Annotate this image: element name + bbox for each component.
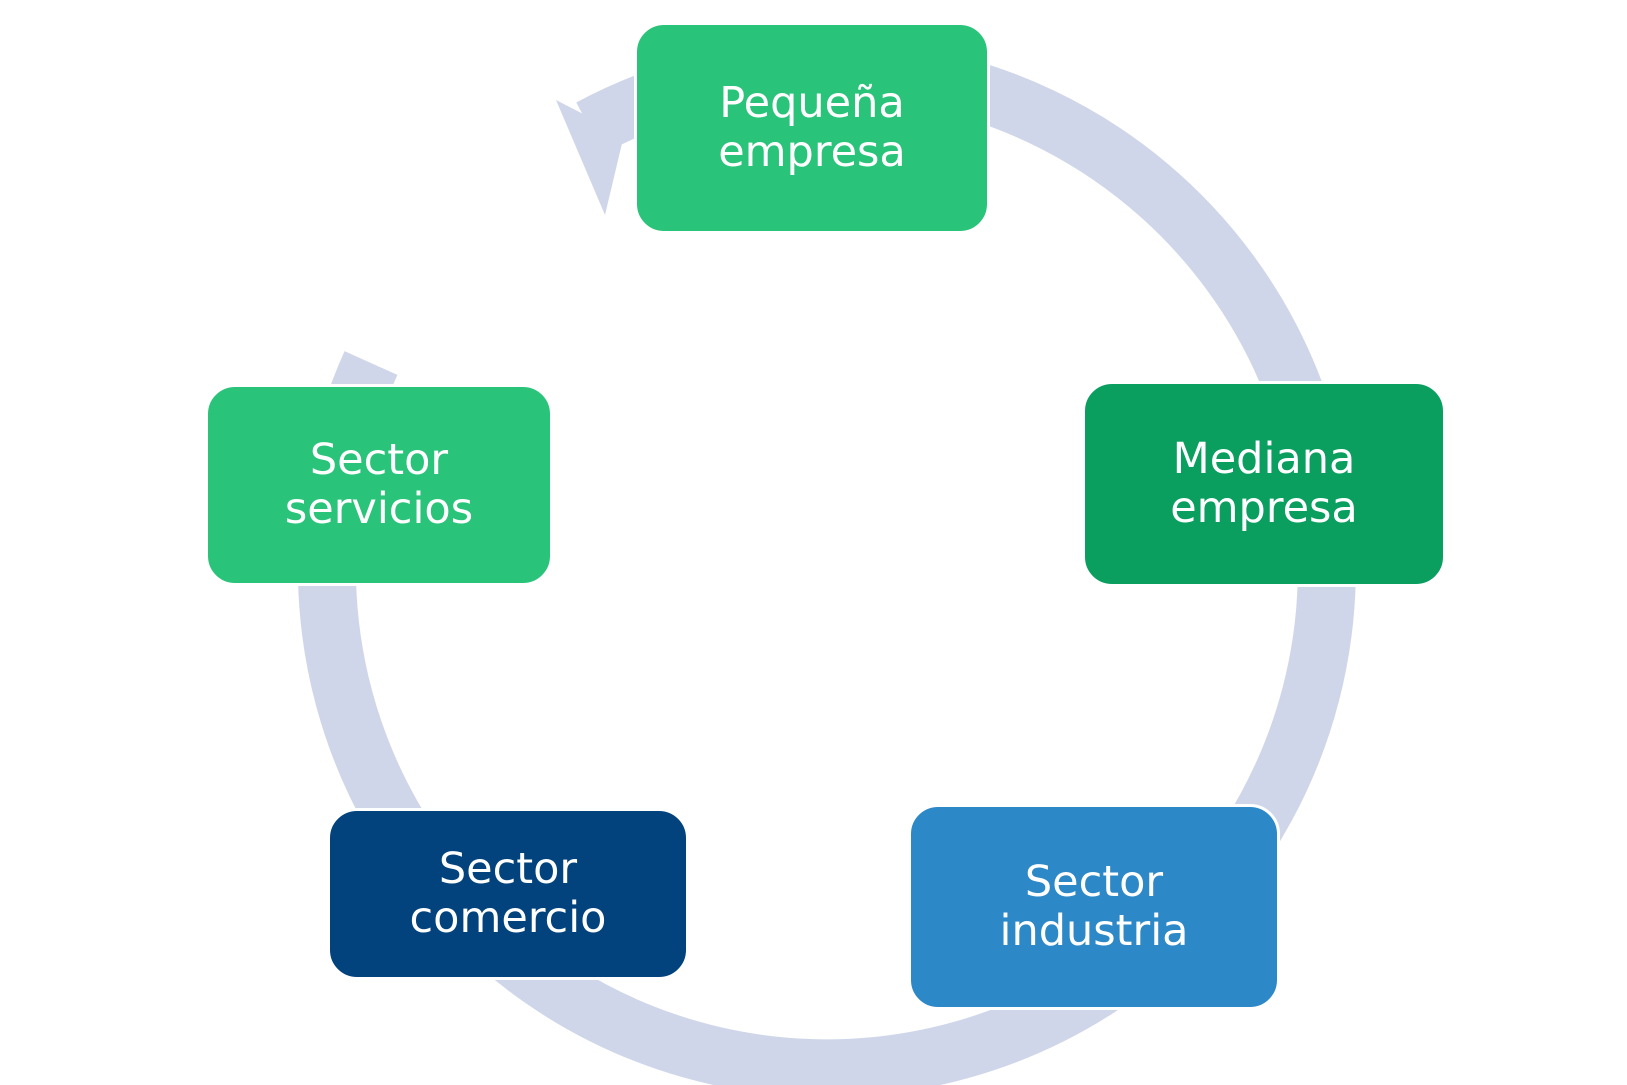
node-label-line2: industria (999, 906, 1189, 956)
node-label-line1: Sector (438, 844, 578, 894)
node-sector-industria: Sector industria (908, 804, 1280, 1010)
node-sector-servicios: Sector servicios (205, 384, 553, 586)
node-label-line1: Sector (1024, 857, 1164, 907)
arrowhead-icon (556, 100, 624, 215)
node-label-line1: Mediana (1172, 434, 1356, 484)
node-label-line2: empresa (718, 127, 906, 177)
node-label-line1: Sector (309, 435, 449, 485)
node-sector-comercio: Sector comercio (327, 808, 689, 980)
node-label-line1: Pequeña (719, 78, 905, 128)
node-mediana-empresa: Mediana empresa (1082, 381, 1446, 587)
node-label-line2: empresa (1170, 483, 1358, 533)
node-label-line2: comercio (409, 893, 607, 943)
node-pequena-empresa: Pequeña empresa (634, 22, 990, 234)
node-label-line2: servicios (284, 484, 474, 534)
